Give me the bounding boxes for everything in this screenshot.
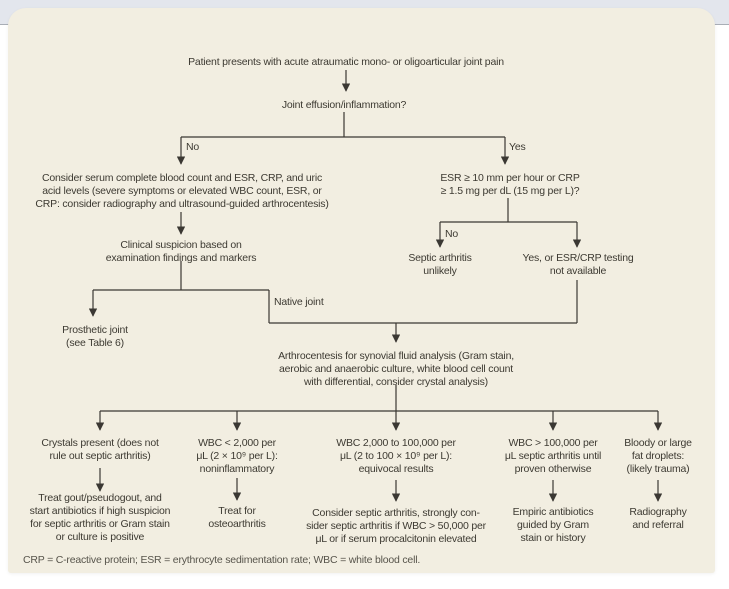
node-treat-gout: Treat gout/pseudogout, and start antibio… [29, 492, 171, 543]
node-septic-unlikely: Septic arthritis unlikely [408, 252, 472, 277]
node-bloody-fat: Bloody or large fat droplets: (likely tr… [624, 437, 692, 475]
node-start: Patient presents with acute atraumatic m… [188, 56, 504, 68]
node-wbc-low: WBC < 2,000 per μL (2 × 10⁹ per L): noni… [196, 437, 278, 475]
node-effusion-question: Joint effusion/inflammation? [281, 99, 407, 111]
edge-label-yes: Yes [509, 141, 526, 153]
node-wbc-mid: WBC 2,000 to 100,000 per μL (2 to 100 × … [336, 437, 456, 475]
node-yes-or-testing: Yes, or ESR/CRP testing not available [522, 252, 634, 277]
node-arthrocentesis: Arthrocentesis for synovial fluid analys… [278, 350, 514, 388]
edge-label-no: No [186, 141, 200, 153]
edge-label-native-joint: Native joint [274, 296, 324, 308]
node-crystals-present: Crystals present (does not rule out sept… [41, 437, 159, 462]
node-empiric-antibiotics: Empiric antibiotics guided by Gram stain… [512, 506, 594, 544]
node-radiography-referral: Radiography and referral [629, 506, 687, 531]
node-consider-septic: Consider septic arthritis, strongly con-… [306, 507, 486, 545]
node-wbc-high: WBC > 100,000 per μL septic arthritis un… [504, 437, 602, 475]
node-esr-crp-question: ESR ≥ 10 mm per hour or CRP ≥ 1.5 mg per… [440, 172, 580, 197]
node-clinical-suspicion: Clinical suspicion based on examination … [105, 239, 257, 264]
edge-label-no-esr: No [445, 228, 459, 240]
node-consider-serum: Consider serum complete blood count and … [35, 172, 329, 210]
abbreviation-footnote: CRP = C-reactive protein; ESR = erythroc… [23, 554, 421, 566]
node-prosthetic-joint: Prosthetic joint (see Table 6) [62, 324, 128, 349]
node-treat-osteoarthritis: Treat for osteoarthritis [208, 505, 266, 530]
